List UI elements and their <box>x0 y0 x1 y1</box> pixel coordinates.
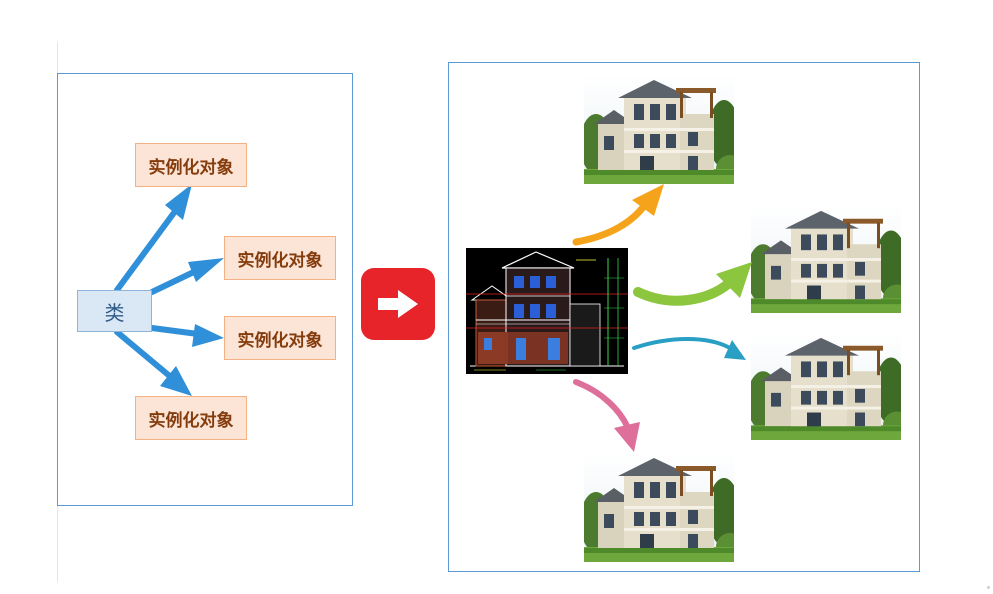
class-label: 类 <box>104 300 125 325</box>
arrow-to-object-4 <box>114 329 192 396</box>
instance-object-4: 实例化对象 <box>135 396 247 440</box>
arrow-orange <box>572 184 664 246</box>
instance-object-label: 实例化对象 <box>237 330 323 351</box>
arrow-pink <box>573 379 640 452</box>
arrow-to-object-2 <box>149 258 224 295</box>
class-box: 类 <box>77 290 152 332</box>
instance-object-label: 实例化对象 <box>148 410 234 431</box>
instance-object-label: 实例化对象 <box>148 157 234 178</box>
instance-object-label: 实例化对象 <box>237 250 323 271</box>
right-arrow-icon <box>378 290 418 318</box>
arrow-green <box>633 262 752 306</box>
arrow-teal <box>632 337 746 360</box>
transform-arrow-button <box>361 268 435 340</box>
instance-object-3: 实例化对象 <box>224 316 336 360</box>
instance-object-1: 实例化对象 <box>135 143 247 187</box>
arrow-to-object-3 <box>149 324 224 347</box>
house-blueprint-drawing <box>466 248 628 374</box>
arrow-to-object-1 <box>114 184 192 293</box>
instance-object-2: 实例化对象 <box>224 236 336 280</box>
page-marker <box>987 586 990 589</box>
